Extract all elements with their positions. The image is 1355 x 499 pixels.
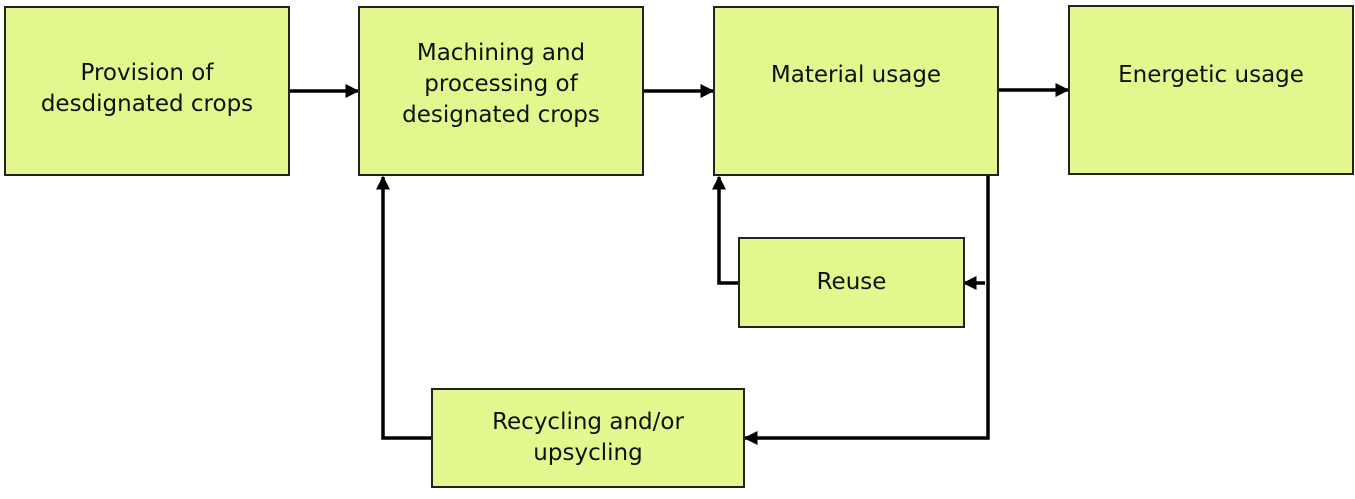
node-recycling: Recycling and/or upsycling <box>431 388 745 488</box>
edge-reuse-to-material <box>712 175 739 285</box>
edge-material-to-recycling <box>743 176 990 445</box>
node-energetic-usage: Energetic usage <box>1068 5 1354 175</box>
node-reuse: Reuse <box>738 237 965 328</box>
node-material-usage: Material usage <box>713 6 999 176</box>
edge-recycling-to-machining <box>376 175 432 440</box>
node-provision: Provision of desdignated crops <box>4 6 290 176</box>
node-machining: Machining and processing of designated c… <box>358 6 644 176</box>
